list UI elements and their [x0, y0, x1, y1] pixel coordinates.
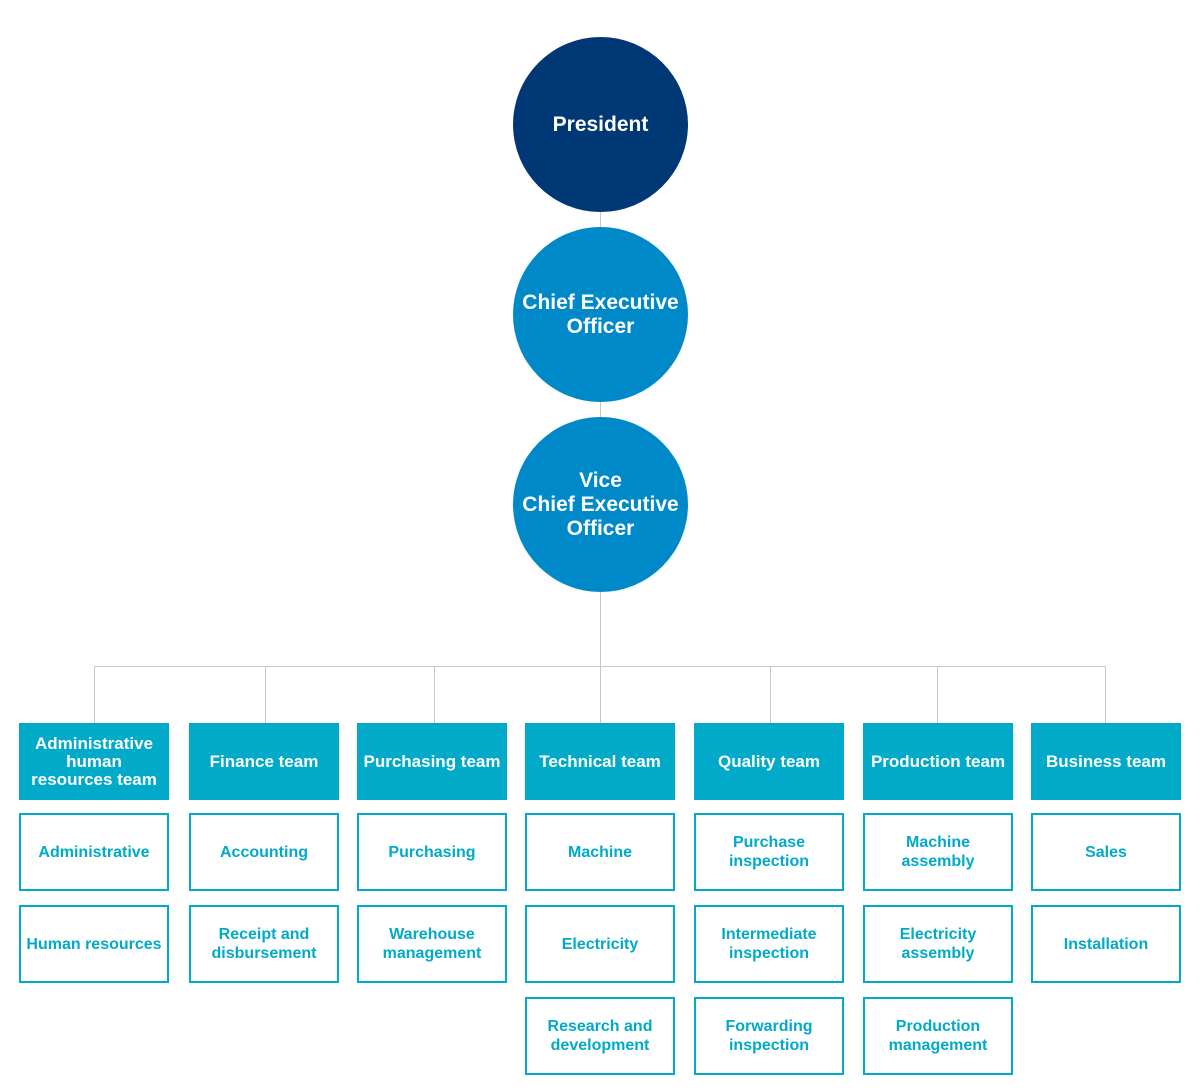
unit-warehouse-management: Warehouse management [357, 905, 507, 983]
team-administrative-hr: Administrative human resources team [19, 723, 169, 800]
team-purchasing: Purchasing team [357, 723, 507, 800]
unit-installation: Installation [1031, 905, 1181, 983]
team-technical: Technical team [525, 723, 675, 800]
connector-vice-ceo-down [600, 585, 601, 666]
unit-research-development: Research and development [525, 997, 675, 1075]
connector-drop-technical [600, 666, 601, 723]
team-finance: Finance team [189, 723, 339, 800]
team-business: Business team [1031, 723, 1181, 800]
unit-forwarding-inspection: Forwarding inspection [694, 997, 844, 1075]
connector-president-ceo [600, 205, 601, 235]
unit-human-resources: Human resources [19, 905, 169, 983]
team-quality: Quality team [694, 723, 844, 800]
unit-receipt-disbursement: Receipt and disbursement [189, 905, 339, 983]
unit-purchasing: Purchasing [357, 813, 507, 891]
unit-machine-assembly: Machine assembly [863, 813, 1013, 891]
unit-sales: Sales [1031, 813, 1181, 891]
president-node: President [513, 37, 688, 212]
connector-drop-purchasing [434, 666, 435, 723]
connector-drop-finance [265, 666, 266, 723]
connector-drop-business [1105, 666, 1106, 723]
connector-drop-production [937, 666, 938, 723]
unit-machine: Machine [525, 813, 675, 891]
team-production: Production team [863, 723, 1013, 800]
connector-ceo-vice-ceo [600, 395, 601, 425]
vice-ceo-node: Vice Chief Executive Officer [513, 417, 688, 592]
unit-purchase-inspection: Purchase inspection [694, 813, 844, 891]
unit-accounting: Accounting [189, 813, 339, 891]
unit-production-management: Production management [863, 997, 1013, 1075]
connector-drop-admin [94, 666, 95, 723]
unit-electricity-assembly: Electricity assembly [863, 905, 1013, 983]
unit-intermediate-inspection: Intermediate inspection [694, 905, 844, 983]
connector-drop-quality [770, 666, 771, 723]
ceo-node: Chief Executive Officer [513, 227, 688, 402]
unit-administrative: Administrative [19, 813, 169, 891]
unit-electricity: Electricity [525, 905, 675, 983]
